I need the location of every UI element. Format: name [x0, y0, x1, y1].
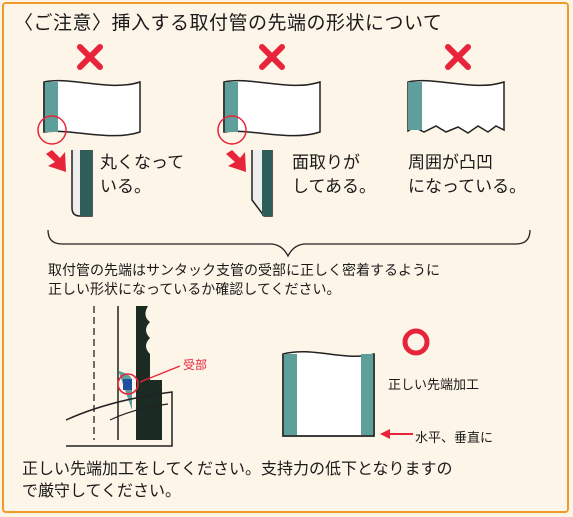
x-mark-icon — [77, 44, 103, 70]
bad-example-rounded — [37, 44, 141, 217]
pipe-end-marker — [123, 379, 132, 390]
instruction-text: 取付管の先端はサンタック支管の受部に正しく密着するように 正しい形状になっている… — [48, 263, 440, 298]
pipe-cylinder — [43, 79, 141, 137]
bad-example-uneven — [407, 44, 505, 134]
notice-title: 〈ご注意〉挿入する取付管の先端の形状について — [14, 12, 443, 34]
correct-example — [282, 328, 430, 439]
receiver-label: 受部 — [183, 358, 208, 372]
bad-example-label-2: 面取りが してある。 — [292, 153, 376, 197]
arrow-icon — [226, 150, 246, 172]
brace — [47, 229, 531, 258]
x-mark-icon — [445, 44, 471, 70]
pipe-wall — [44, 82, 58, 132]
rubber-ring — [136, 306, 162, 440]
bad-example-label-3: 周囲が凸凹 になっている。 — [408, 153, 527, 197]
level-label: 水平、垂直に — [415, 431, 494, 446]
detail-circle — [117, 373, 139, 395]
footer-warning: 正しい先端加工をしてください。支持力の低下となりますの で厳守してください。 — [22, 459, 453, 500]
detail-circle — [217, 115, 247, 145]
bad-example-label-1: 丸くなって いる。 — [100, 153, 185, 197]
pointer-arrow-icon — [380, 429, 413, 439]
bad-example-chamfered — [217, 44, 321, 217]
detail-circle — [37, 115, 67, 145]
correct-label: 正しい先端加工 — [388, 378, 480, 393]
x-mark-icon — [259, 44, 285, 70]
ok-mark-icon — [402, 328, 430, 356]
receiver-section-diagram — [65, 306, 181, 447]
arrow-icon — [46, 150, 66, 172]
